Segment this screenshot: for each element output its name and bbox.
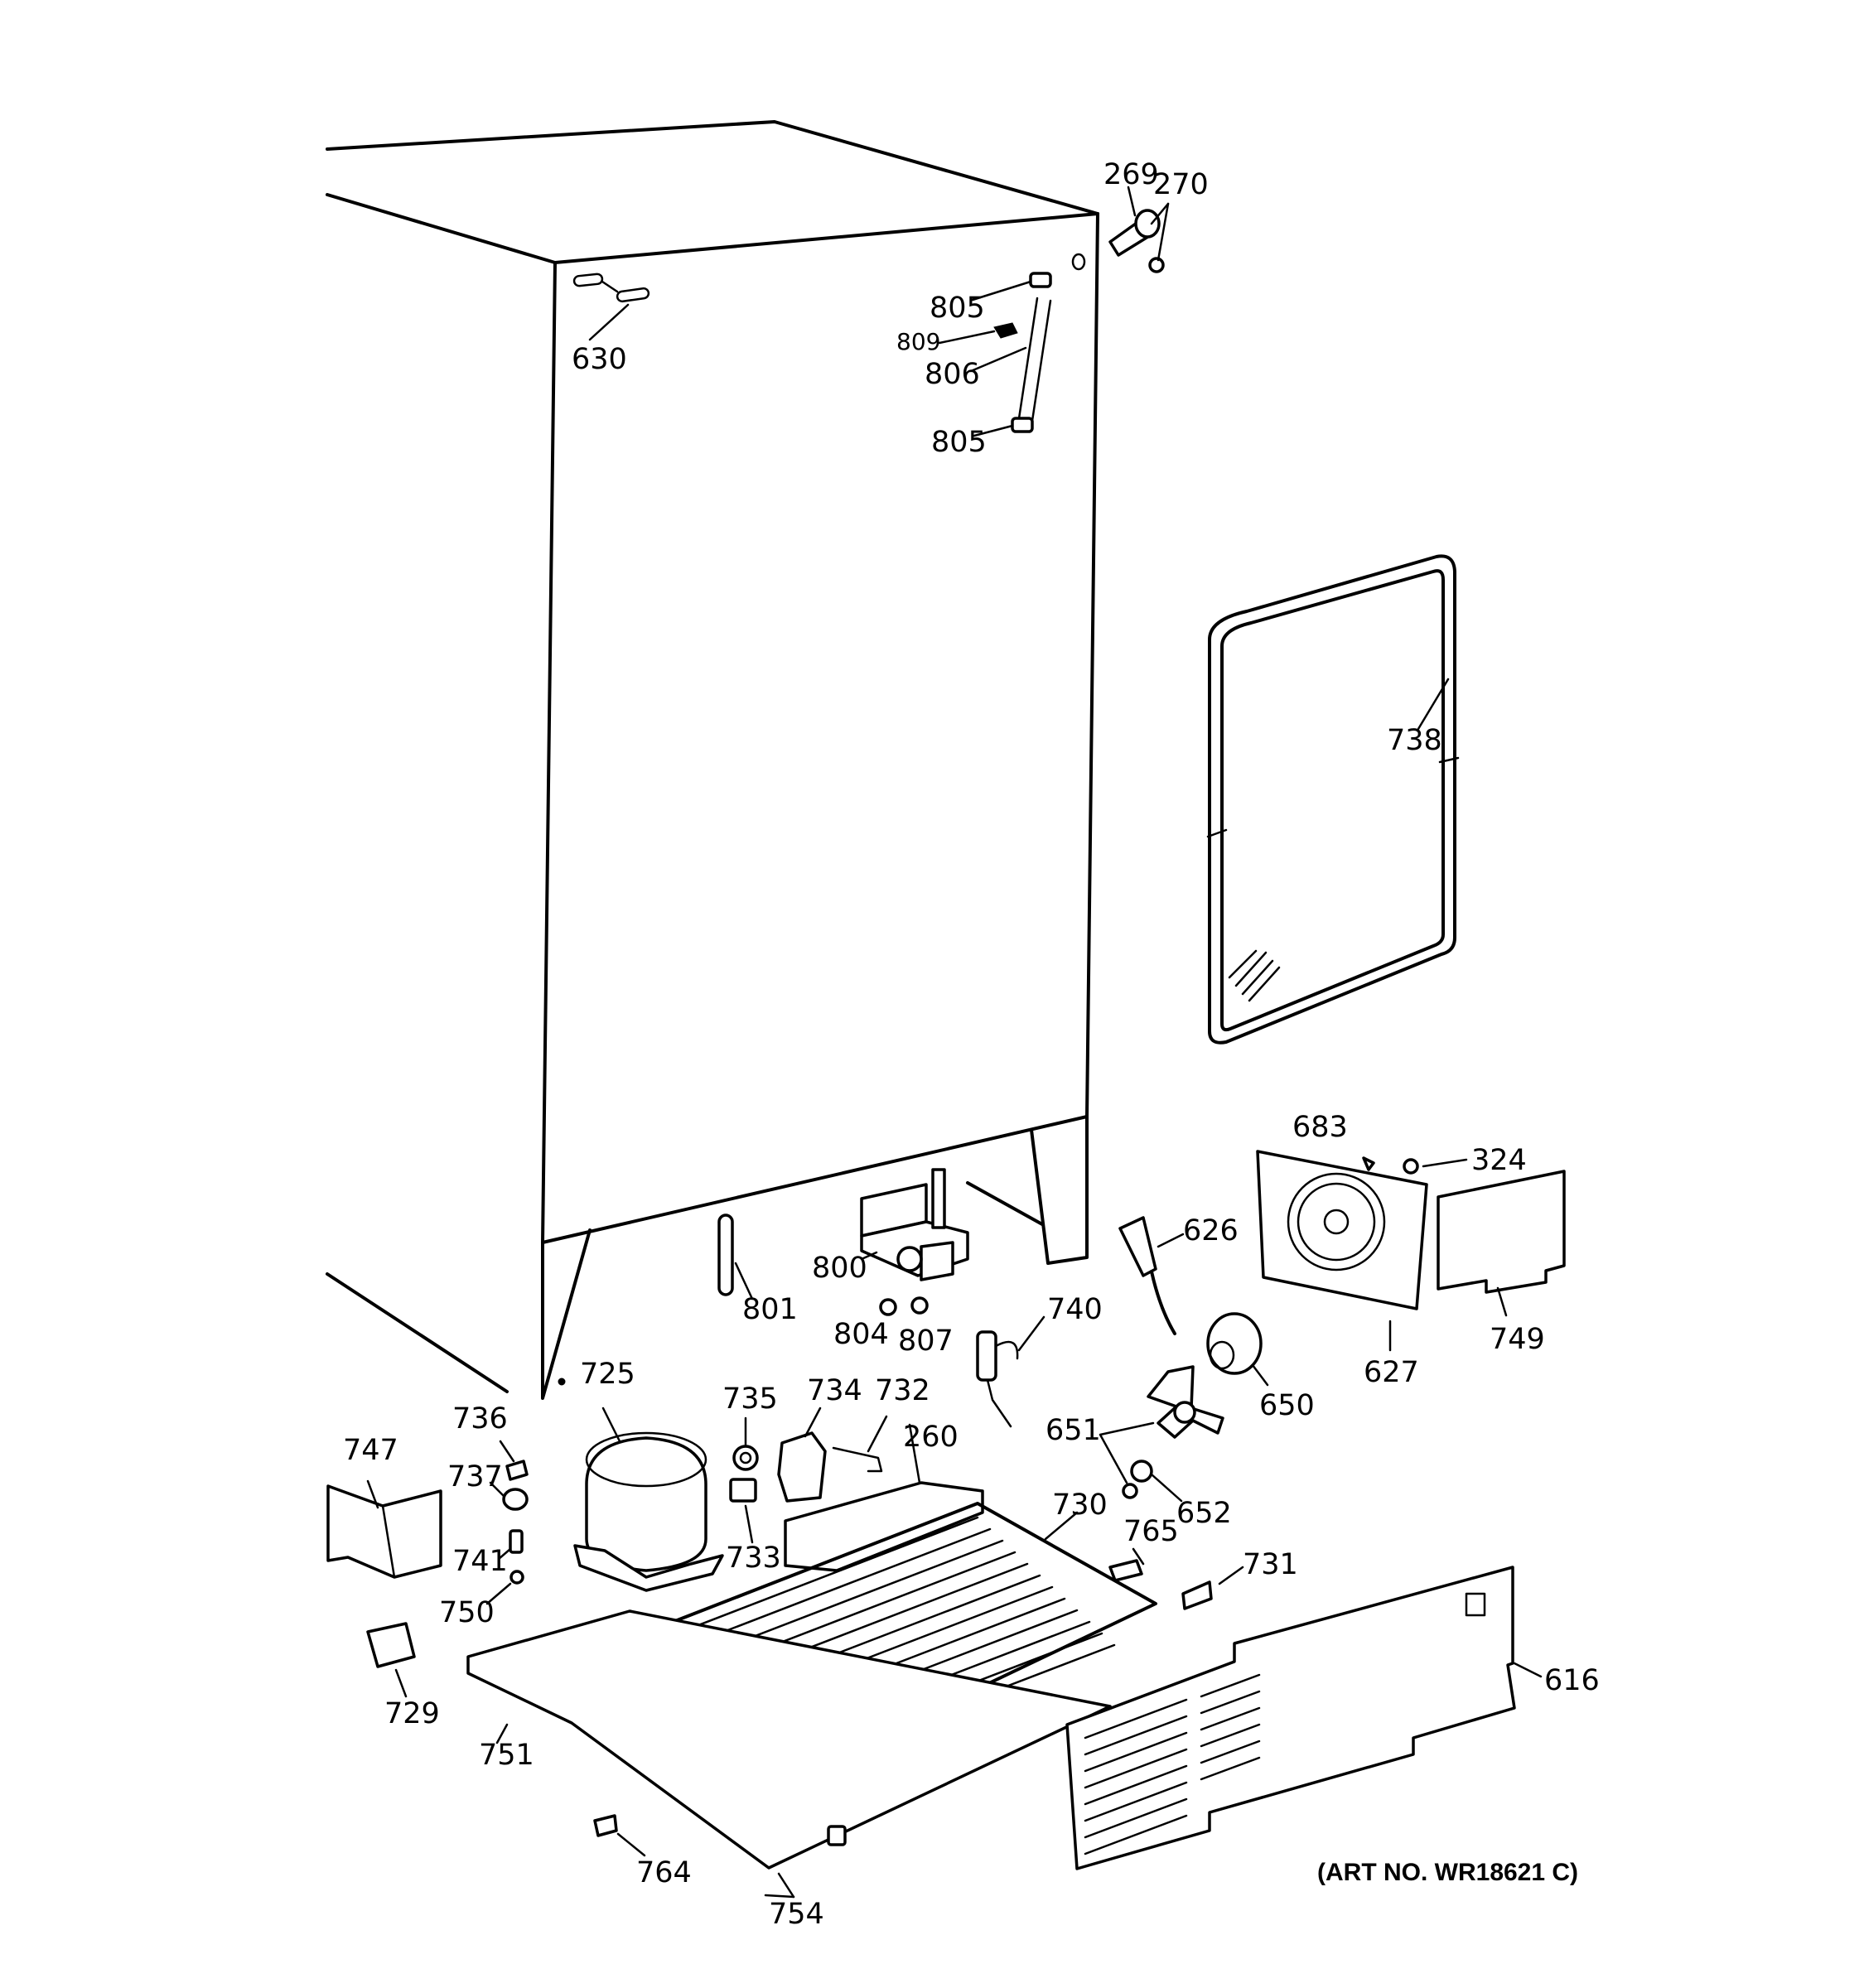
part-725-compressor — [573, 1407, 724, 1592]
label-740: 740 — [1047, 1293, 1103, 1326]
label-764: 764 — [636, 1856, 692, 1889]
part-683-324-screws — [1362, 1156, 1468, 1175]
cabinet-body — [326, 120, 1099, 1400]
part-800-water-valve — [860, 1168, 969, 1281]
label-801: 801 — [742, 1293, 798, 1326]
label-630: 630 — [572, 343, 627, 376]
label-737: 737 — [447, 1460, 503, 1493]
label-807: 807 — [898, 1325, 954, 1358]
label-652: 652 — [1176, 1497, 1232, 1530]
label-651: 651 — [1045, 1414, 1101, 1447]
part-735-grommet — [732, 1416, 759, 1471]
label-732: 732 — [875, 1374, 930, 1407]
part-764-clip — [593, 1814, 646, 1857]
label-736: 736 — [452, 1402, 508, 1436]
part-747-cover — [326, 1479, 442, 1579]
label-806: 806 — [925, 358, 980, 391]
label-805-bottom: 805 — [931, 426, 987, 459]
label-616: 616 — [1544, 1664, 1600, 1697]
label-750: 750 — [439, 1596, 495, 1629]
label-729: 729 — [384, 1697, 440, 1730]
part-652-washer — [1130, 1460, 1183, 1503]
part-650-fan-motor — [1206, 1312, 1269, 1387]
part-801-tube — [717, 1214, 754, 1300]
part-260-drain-pan — [784, 1423, 984, 1572]
part-754-foot — [764, 1825, 847, 1899]
part-806-tube-assembly — [938, 272, 1052, 437]
label-626: 626 — [1183, 1214, 1239, 1247]
part-749-cover — [1437, 1170, 1566, 1317]
label-765: 765 — [1123, 1515, 1179, 1548]
part-731-bracket — [1181, 1566, 1244, 1610]
label-804: 804 — [833, 1318, 889, 1351]
part-651-fan-blade — [1099, 1365, 1224, 1499]
part-732-clip — [832, 1415, 888, 1473]
part-740-capacitor — [976, 1315, 1045, 1428]
part-736-grommet — [499, 1440, 529, 1481]
label-725: 725 — [580, 1358, 635, 1391]
part-751-base-plate — [466, 1609, 1112, 1870]
label-269: 269 — [1103, 158, 1159, 191]
label-800: 800 — [812, 1252, 867, 1285]
part-626-power-cord — [1118, 1216, 1185, 1335]
part-630-slot-plugs — [572, 273, 650, 341]
part-269-270-hinge — [1108, 186, 1170, 273]
part-734-overload — [777, 1407, 827, 1503]
part-765-clip — [1108, 1547, 1145, 1582]
label-741: 741 — [452, 1545, 508, 1578]
label-805-top: 805 — [930, 292, 985, 325]
part-738-gasket — [1206, 554, 1460, 1045]
label-747: 747 — [343, 1434, 398, 1467]
label-324: 324 — [1471, 1144, 1527, 1177]
label-731: 731 — [1243, 1548, 1298, 1581]
label-627: 627 — [1364, 1356, 1419, 1389]
label-270: 270 — [1153, 168, 1209, 201]
label-650: 650 — [1259, 1389, 1315, 1422]
part-733-relay — [729, 1478, 757, 1544]
label-734: 734 — [807, 1374, 862, 1407]
label-738: 738 — [1387, 724, 1442, 757]
part-729-terminal-box — [366, 1622, 416, 1698]
part-737-grommet — [489, 1481, 529, 1511]
art-number: (ART NO. WR18621 C) — [1317, 1859, 1578, 1886]
label-809: 809 — [896, 328, 940, 355]
label-733: 733 — [726, 1542, 781, 1575]
label-683: 683 — [1292, 1111, 1348, 1144]
label-730: 730 — [1052, 1489, 1108, 1522]
part-741-sleeve — [497, 1529, 524, 1561]
label-260: 260 — [903, 1421, 959, 1454]
part-627-fan-shroud — [1256, 1150, 1428, 1352]
part-616-grille — [1065, 1566, 1543, 1870]
part-804-807-fittings — [879, 1296, 929, 1316]
part-750-screw — [485, 1570, 524, 1605]
label-754: 754 — [769, 1898, 824, 1931]
label-749: 749 — [1490, 1323, 1545, 1356]
label-751: 751 — [479, 1739, 534, 1772]
label-735: 735 — [722, 1382, 778, 1416]
part-labels: 269 270 805 809 806 805 630 738 683 324 … — [343, 158, 1600, 1931]
